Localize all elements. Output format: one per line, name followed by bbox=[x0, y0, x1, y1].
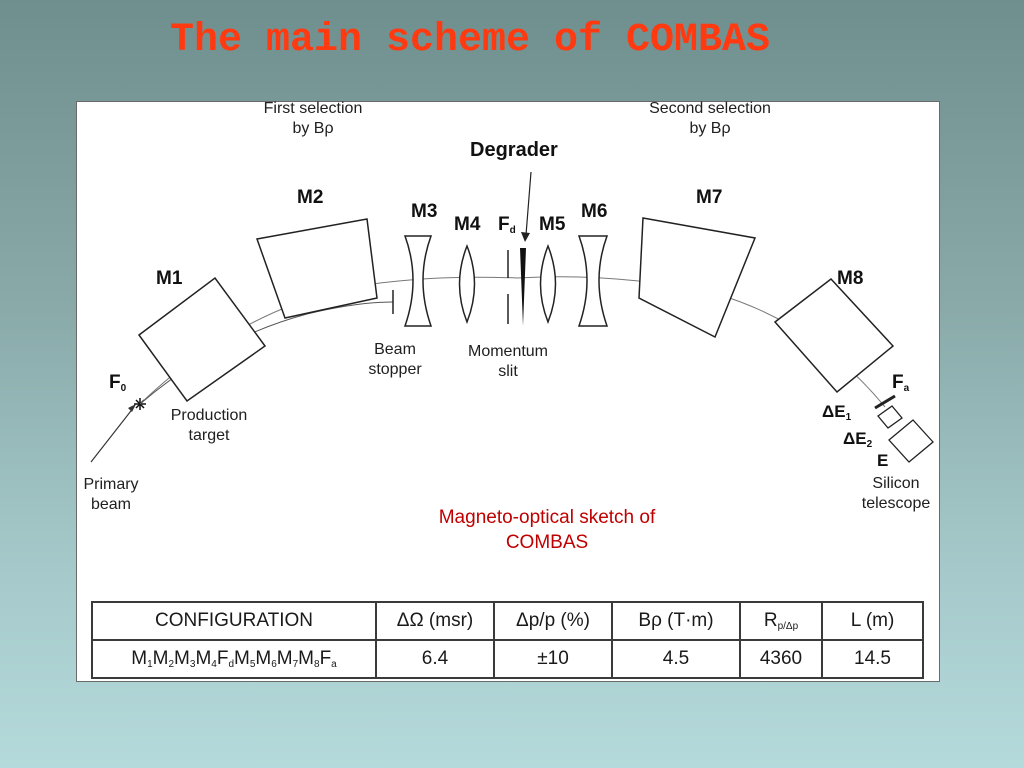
config-element-0: M bbox=[131, 648, 148, 669]
degrader-pointer bbox=[525, 171, 532, 236]
quadrupole-m3 bbox=[403, 235, 433, 327]
config-element-6: M bbox=[255, 648, 272, 669]
config-subscript-1: 2 bbox=[168, 659, 175, 670]
degrader-arrowhead bbox=[521, 232, 530, 242]
m7-label: M7 bbox=[696, 187, 723, 208]
config-subscript-2: 3 bbox=[189, 659, 196, 670]
fa-label: Fa bbox=[892, 372, 910, 394]
central-trajectory bbox=[139, 276, 886, 408]
config-subscript-8: 8 bbox=[314, 659, 320, 670]
config-subscript-5: 5 bbox=[249, 659, 256, 670]
config-subscript-6: 6 bbox=[271, 659, 277, 670]
length-value: 14.5 bbox=[821, 639, 924, 679]
magnet-m2 bbox=[255, 218, 378, 319]
quadrupole-m6 bbox=[577, 235, 609, 327]
quadrupole-m4 bbox=[458, 243, 476, 325]
table-row: M1M2M3M4FdM5M6M7M8Fa 6.4 ±10 4.5 4360 14… bbox=[91, 639, 924, 679]
focal-plane-fa bbox=[874, 394, 896, 410]
solid-angle-value: 6.4 bbox=[375, 639, 495, 679]
slide-title: The main scheme of COMBAS bbox=[169, 18, 771, 63]
config-value: M1M2M3M4FdM5M6M7M8Fa bbox=[91, 639, 377, 679]
resolution-value: 4360 bbox=[739, 639, 823, 679]
config-subscript-7: 7 bbox=[292, 659, 299, 670]
config-subscript-3: 4 bbox=[211, 659, 217, 670]
magnet-m1 bbox=[137, 276, 267, 403]
header-momentum-acceptance: Δp/p (%) bbox=[493, 601, 613, 641]
f0-label: F0 bbox=[109, 372, 127, 394]
config-element-4: F bbox=[216, 648, 229, 669]
header-resolution: Rp/Δp bbox=[739, 601, 823, 641]
header-configuration: CONFIGURATION bbox=[91, 601, 377, 641]
config-subscript-4: d bbox=[228, 659, 234, 670]
quadrupole-m5 bbox=[539, 243, 557, 325]
momentum-acceptance-value: ±10 bbox=[493, 639, 613, 679]
detector-de1 bbox=[877, 405, 903, 429]
config-element-5: M bbox=[234, 648, 250, 669]
m1-label: M1 bbox=[156, 268, 183, 289]
config-element-3: M bbox=[195, 648, 212, 669]
config-element-8: M bbox=[298, 648, 314, 669]
m3-label: M3 bbox=[411, 201, 438, 222]
e-label: E bbox=[877, 451, 889, 470]
config-element-1: M bbox=[152, 648, 169, 669]
magnet-m8 bbox=[773, 277, 895, 394]
config-element-7: M bbox=[276, 648, 293, 669]
magnet-m7 bbox=[638, 217, 757, 339]
combas-sketch bbox=[90, 171, 934, 463]
primary-beam-line bbox=[90, 406, 135, 463]
degrader-wedge bbox=[520, 248, 526, 326]
primary-beam-arrowhead bbox=[128, 404, 136, 412]
header-length: L (m) bbox=[821, 601, 924, 641]
table-header-row: CONFIGURATION ΔΩ (msr) Δp/p (%) Bρ (T·m)… bbox=[91, 601, 924, 641]
m2-label: M2 bbox=[297, 187, 324, 208]
rigidity-value: 4.5 bbox=[611, 639, 741, 679]
parameters-table: CONFIGURATION ΔΩ (msr) Δp/p (%) Bρ (T·m)… bbox=[91, 601, 924, 679]
header-solid-angle: ΔΩ (msr) bbox=[375, 601, 495, 641]
degrader-label: Degrader bbox=[470, 139, 558, 161]
header-rigidity: Bρ (T·m) bbox=[611, 601, 741, 641]
config-subscript-9: a bbox=[331, 659, 337, 670]
m5-label: M5 bbox=[539, 214, 566, 235]
de2-label: ΔE2 bbox=[843, 429, 873, 450]
m4-label: M4 bbox=[454, 214, 481, 235]
detector-e bbox=[888, 419, 934, 463]
config-element-9: F bbox=[319, 648, 332, 669]
m8-label: M8 bbox=[837, 268, 864, 289]
config-subscript-0: 1 bbox=[147, 659, 153, 670]
de1-label: ΔE1 bbox=[822, 402, 852, 423]
m6-label: M6 bbox=[581, 201, 608, 222]
config-element-2: M bbox=[174, 648, 190, 669]
fd-label: Fd bbox=[498, 214, 516, 236]
